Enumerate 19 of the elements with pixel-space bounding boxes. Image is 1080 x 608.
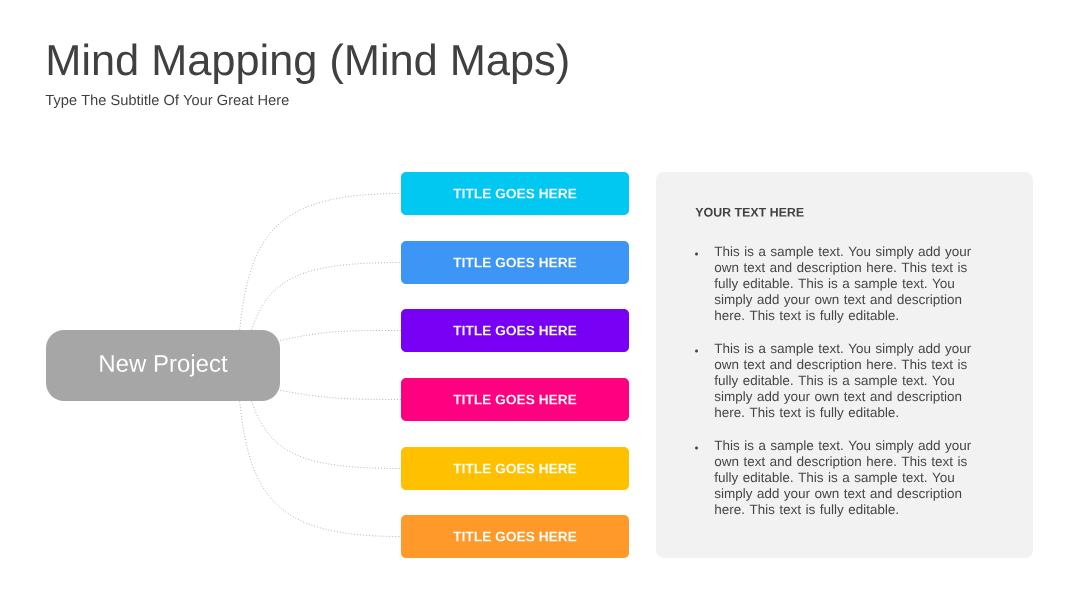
title-box: TITLE GOES HERE: [401, 309, 629, 352]
title-box: TITLE GOES HERE: [401, 447, 629, 490]
title: Mind Mapping (Mind Maps): [48, 43, 568, 84]
dotted-connector: [251, 262, 402, 331]
bullet-text: This is a sample text. You simply add your own text and description here. This text is fully editable. This is a sample text. You simply add your own text and description here. This text is fully editable.: [714, 440, 971, 517]
dotted-connector: [251, 400, 402, 469]
dotted-connector: [239, 193, 402, 331]
title-box: TITLE GOES HERE: [401, 241, 629, 284]
subtitle: Type The Subtitle Of Your Great Here: [45, 94, 289, 109]
panel-heading: YOUR TEXT HERE: [695, 207, 804, 217]
bullet-text: This is a sample text. You simply add your own text and description here. This text is fully editable. This is a sample text. You simply add your own text and description here. This text is fully editable.: [714, 343, 971, 420]
bullet-text: This is a sample text. You simply add your own text and description here. This text is fully editable. This is a sample text. You simply add your own text and description here. This text is fully editable.: [714, 246, 971, 323]
dotted-connector: [279, 330, 402, 341]
title-box: TITLE GOES HERE: [401, 172, 629, 215]
title-box: TITLE GOES HERE: [401, 515, 629, 558]
dotted-connector: [279, 390, 402, 400]
dotted-connector: [239, 400, 402, 537]
rounded-box: New Project: [46, 330, 280, 401]
title-box: TITLE GOES HERE: [401, 378, 629, 421]
